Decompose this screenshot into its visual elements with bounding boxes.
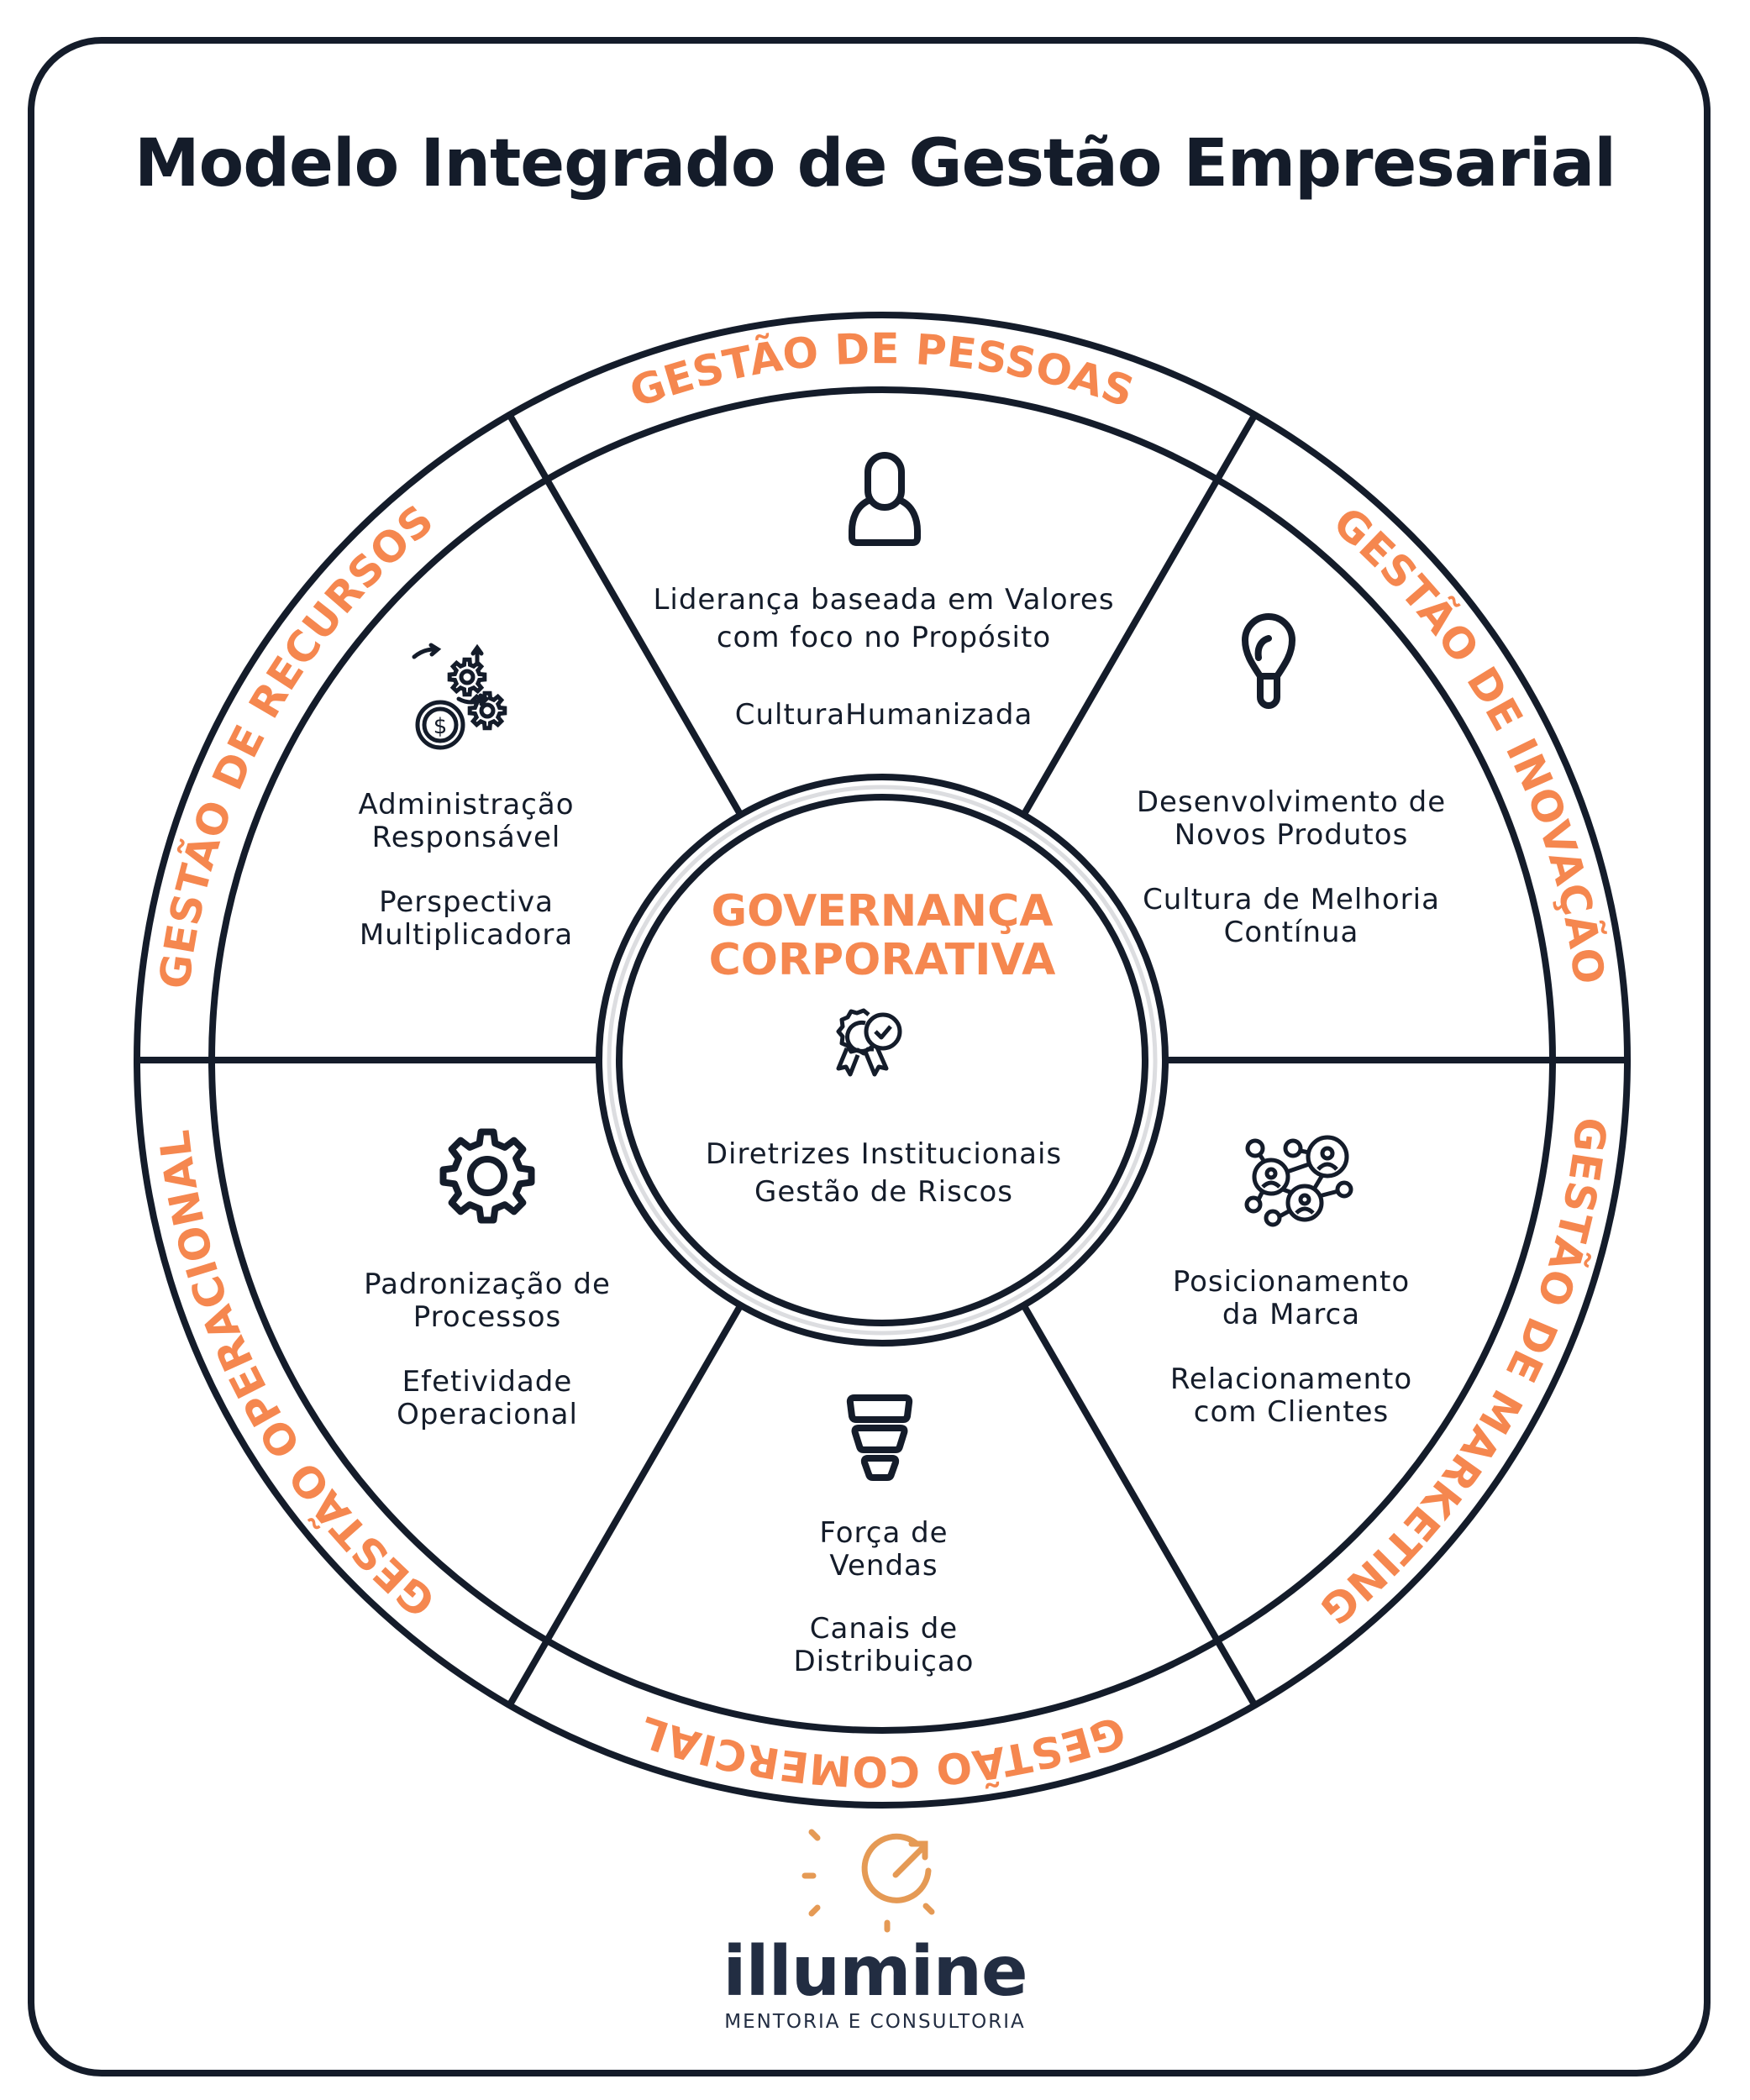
operacional-line-1: Padronização de [364,1268,611,1301]
sales-funnel-icon [846,1394,913,1481]
pessoas-line-3: CulturaHumanizada [735,698,1033,732]
comercial-line-3: Canais de [810,1612,958,1646]
recursos-line-4: Multiplicadora [360,918,573,952]
label-gestao-operacional: GESTÃO OPERACIONAL [150,1127,445,1627]
sector-divider [507,412,744,817]
logo-tagline: MENTORIA E CONSULTORIA [724,2011,1026,2033]
card-frame [28,37,1711,2076]
sector-pessoas: Liderança baseada em Valores com foco no… [653,452,1114,732]
marketing-line-4: com Clientes [1194,1395,1390,1429]
comercial-line-4: Distribuiçao [793,1645,974,1678]
operacional-line-3: Efetividade [402,1365,573,1399]
marketing-line-1: Posicionamento [1173,1265,1410,1299]
recursos-line-3: Perspectiva [379,885,554,919]
marketing-line-3: Relacionamento [1170,1362,1412,1396]
recursos-line-2: Responsável [372,821,561,854]
gear-icon [439,1128,535,1224]
lightbulb-icon [1242,613,1295,709]
sector-marketing: Posicionamento da Marca Relacionamento c… [1170,1135,1412,1429]
sector-recursos: $ Administração Responsável Perspectiva … [359,643,575,952]
network-people-icon [1244,1135,1353,1227]
person-icon [849,452,921,546]
award-badge-check-icon [836,1008,902,1077]
logo-wordmark: illumine [723,1932,1027,2012]
sector-divider [1021,1303,1258,1708]
center-governanca: GOVERNANÇA CORPORATIVA Diretrizes Instit… [706,886,1062,1209]
center-title-line-2: CORPORATIVA [709,935,1056,985]
page-title: Modelo Integrado de Gestão Empresarial [134,126,1616,202]
sun-arrow-logo-icon [801,1829,935,1933]
sector-operacional: Padronização de Processos Efetividade Op… [364,1128,611,1431]
pessoas-line-1: Liderança baseada em Valores [653,583,1114,617]
sector-comercial: Força de Vendas Canais de Distribuiçao [793,1394,974,1678]
pessoas-line-2: com foco no Propósito [717,621,1051,654]
marketing-line-2: da Marca [1222,1298,1360,1331]
operacional-line-2: Processos [413,1300,562,1334]
inovacao-line-1: Desenvolvimento de [1137,785,1446,819]
svg-text:$: $ [434,714,448,739]
sector-divider [1021,412,1258,817]
inovacao-line-4: Contínua [1224,916,1359,949]
sector-divider [507,1303,744,1708]
comercial-line-1: Força de [819,1516,948,1550]
center-line-1: Diretrizes Institucionais [706,1137,1062,1171]
sector-inovacao: Desenvolvimento de Novos Produtos Cultur… [1137,613,1446,949]
sector-dividers [137,412,1627,1708]
inovacao-line-2: Novos Produtos [1175,818,1409,852]
center-line-2: Gestão de Riscos [754,1175,1013,1209]
inovacao-line-3: Cultura de Melhoria [1143,883,1440,916]
operacional-line-4: Operacional [397,1398,578,1431]
center-title-line-1: GOVERNANÇA [712,886,1054,937]
money-gears-icon: $ [412,643,507,750]
recursos-line-1: Administração [359,788,575,822]
center-gray-ring [607,785,1158,1336]
comercial-line-2: Vendas [829,1549,938,1583]
